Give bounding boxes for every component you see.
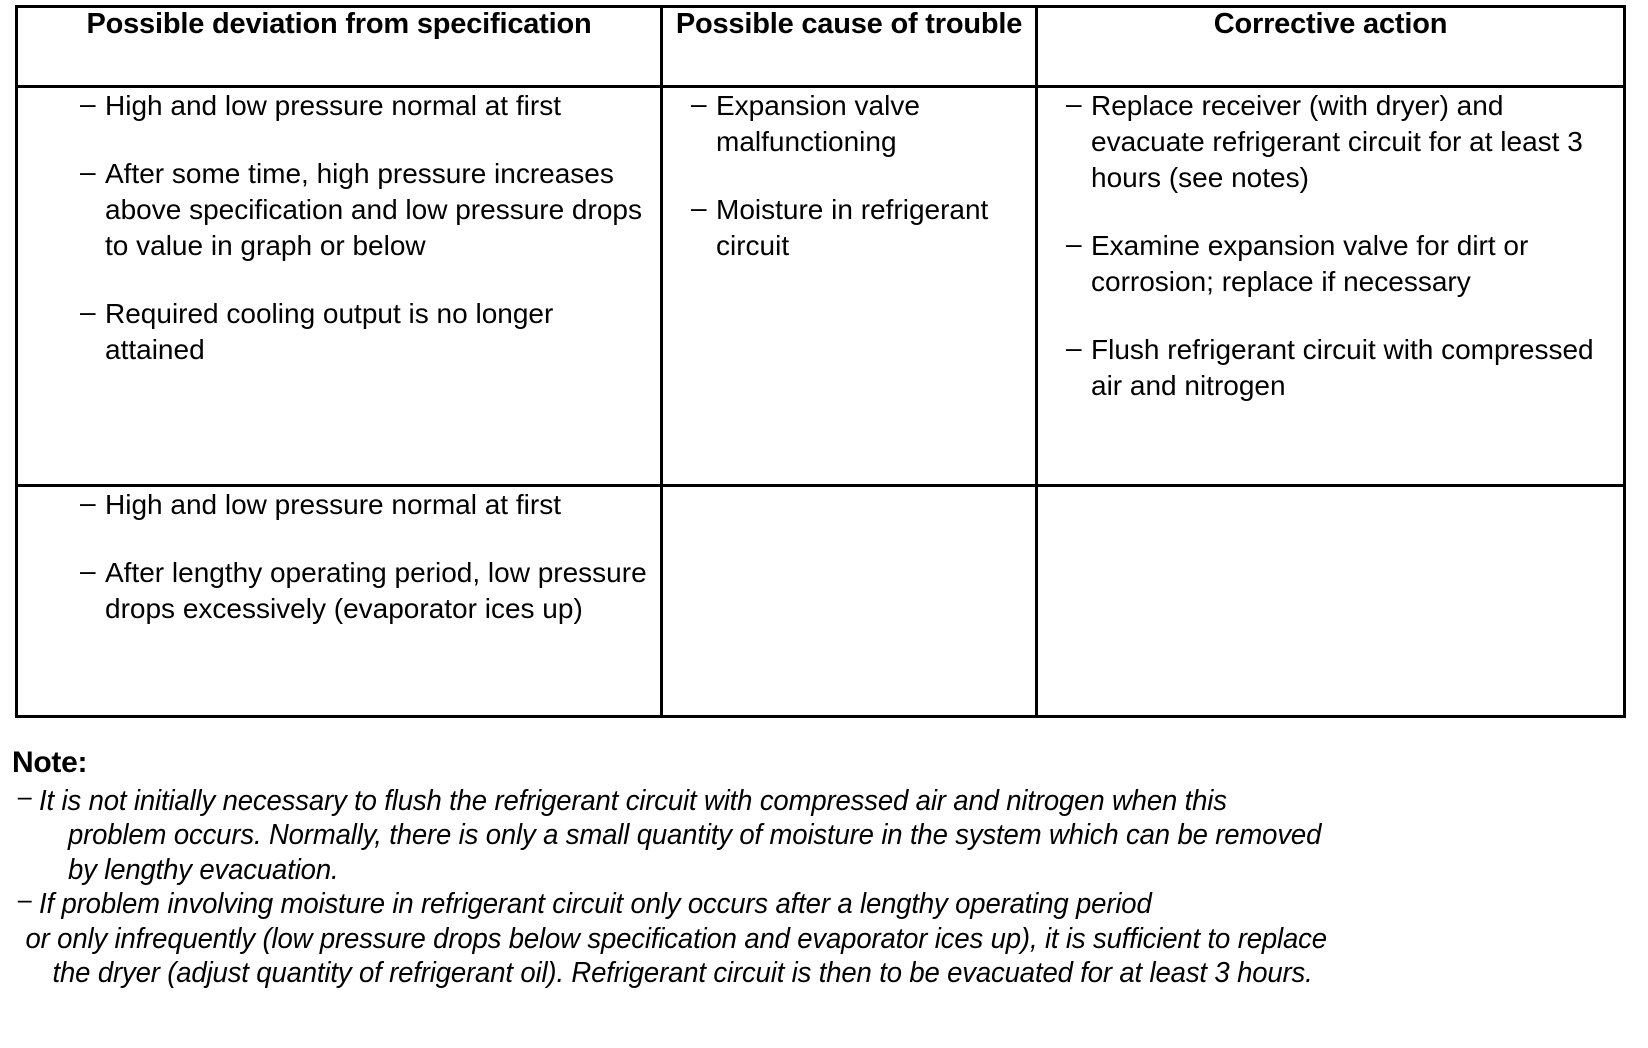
dash-bullet-icon: – bbox=[691, 191, 707, 223]
table-header: Possible deviation from specification Po… bbox=[15, 5, 1626, 88]
list-item-text: Flush refrigerant circuit with compresse… bbox=[1091, 333, 1594, 401]
cause-list-1: – Expansion valve malfunctioning – Moist… bbox=[691, 88, 1035, 264]
list-item: – High and low pressure normal at first bbox=[80, 487, 660, 523]
cell-deviation-2: – High and low pressure normal at first … bbox=[15, 484, 663, 718]
list-item: – Moisture in refrigerant circuit bbox=[691, 192, 1035, 264]
column-header-cause-label: Possible cause of trouble bbox=[675, 8, 1023, 40]
dash-bullet-icon: – bbox=[80, 554, 96, 586]
cell-action-1: – Replace receiver (with dryer) and evac… bbox=[1035, 85, 1626, 487]
column-header-deviation: Possible deviation from specification bbox=[15, 5, 663, 88]
cell-cause-2 bbox=[660, 484, 1038, 718]
note-block: Note: – It is not initially necessary to… bbox=[12, 748, 1642, 991]
list-item: – Examine expansion valve for dirt or co… bbox=[1066, 228, 1623, 300]
dash-bullet-icon: – bbox=[17, 781, 32, 811]
list-item: – High and low pressure normal at first bbox=[80, 88, 660, 124]
note-line: If problem involving moisture in refrige… bbox=[39, 888, 1152, 921]
cell-action-2 bbox=[1035, 484, 1626, 718]
dash-bullet-icon: – bbox=[80, 487, 96, 518]
dash-bullet-icon: – bbox=[1066, 331, 1082, 363]
list-item: – Expansion valve malfunctioning bbox=[691, 88, 1035, 160]
troubleshooting-table-wrapper: Possible deviation from specification Po… bbox=[15, 5, 1626, 718]
dash-bullet-icon: – bbox=[80, 295, 96, 327]
column-header-deviation-label: Possible deviation from specification bbox=[86, 8, 592, 40]
dash-bullet-icon: – bbox=[1066, 227, 1082, 259]
list-item: – Flush refrigerant circuit with compres… bbox=[1066, 332, 1623, 404]
dash-bullet-icon: – bbox=[17, 884, 32, 915]
troubleshooting-table: Possible deviation from specification Po… bbox=[15, 5, 1626, 718]
list-item-text: Required cooling output is no longer att… bbox=[105, 297, 554, 365]
note-item: – It is not initially necessary to flush… bbox=[12, 781, 1585, 887]
list-item: – After some time, high pressure increas… bbox=[80, 156, 660, 264]
note-line: the dryer (adjust quantity of refrigeran… bbox=[52, 957, 1313, 990]
list-item: – Replace receiver (with dryer) and evac… bbox=[1066, 88, 1623, 196]
table-body: – High and low pressure normal at first … bbox=[15, 85, 1626, 718]
list-item-text: Examine expansion valve for dirt or corr… bbox=[1091, 229, 1529, 297]
list-item-text: High and low pressure normal at first bbox=[105, 489, 561, 520]
dash-bullet-icon: – bbox=[80, 88, 96, 119]
list-item-text: Replace receiver (with dryer) and evacua… bbox=[1091, 90, 1583, 193]
cell-deviation-1: – High and low pressure normal at first … bbox=[15, 85, 663, 487]
dash-bullet-icon: – bbox=[1066, 88, 1082, 119]
list-item-text: High and low pressure normal at first bbox=[105, 90, 561, 121]
note-line: problem occurs. Normally, there is only … bbox=[67, 819, 1322, 852]
column-header-action: Corrective action bbox=[1035, 5, 1626, 88]
list-item-text: After some time, high pressure increases… bbox=[105, 157, 642, 261]
dash-bullet-icon: – bbox=[80, 155, 96, 187]
table-header-row: Possible deviation from specification Po… bbox=[15, 5, 1626, 88]
column-header-cause: Possible cause of trouble bbox=[660, 5, 1038, 88]
note-line: It is not initially necessary to flush t… bbox=[39, 785, 1227, 817]
deviation-list-2: – High and low pressure normal at first … bbox=[80, 487, 660, 627]
note-item: – If problem involving moisture in refri… bbox=[12, 884, 1585, 990]
list-item-text: After lengthy operating period, low pres… bbox=[105, 556, 647, 624]
deviation-list-1: – High and low pressure normal at first … bbox=[80, 88, 660, 368]
column-header-action-label: Corrective action bbox=[1213, 8, 1448, 40]
action-list-1: – Replace receiver (with dryer) and evac… bbox=[1066, 88, 1623, 404]
list-item-text: Expansion valve malfunctioning bbox=[716, 90, 920, 157]
note-line: by lengthy evacuation. bbox=[67, 853, 339, 886]
table-row: – High and low pressure normal at first … bbox=[15, 85, 1626, 487]
cell-cause-1: – Expansion valve malfunctioning – Moist… bbox=[660, 85, 1038, 487]
list-item-text: Moisture in refrigerant circuit bbox=[716, 193, 989, 261]
table-row: – High and low pressure normal at first … bbox=[15, 484, 1626, 718]
list-item: – After lengthy operating period, low pr… bbox=[80, 555, 660, 627]
note-line: or only infrequently (low pressure drops… bbox=[25, 922, 1328, 955]
list-item: – Required cooling output is no longer a… bbox=[80, 296, 660, 368]
note-list: – It is not initially necessary to flush… bbox=[12, 781, 1642, 991]
dash-bullet-icon: – bbox=[691, 88, 707, 119]
note-title: Note: bbox=[12, 746, 88, 779]
